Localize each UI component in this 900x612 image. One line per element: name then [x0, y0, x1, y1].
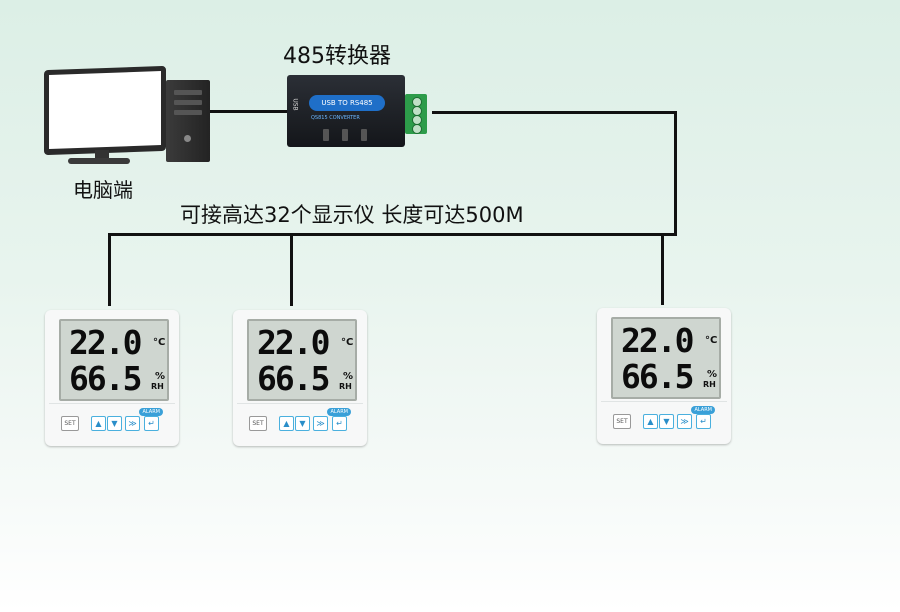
humidity-value: 66.5	[621, 357, 694, 396]
next-button[interactable]: ≫	[125, 416, 140, 431]
drop-line-3	[661, 233, 664, 305]
enter-button[interactable]: ↵	[332, 416, 347, 431]
button-panel: ALARM SET ▲ ▼ ≫ ↵	[237, 403, 363, 442]
humidity-value: 66.5	[257, 359, 330, 398]
humidity-unit: %	[155, 371, 166, 382]
bus-line	[108, 233, 677, 236]
down-button[interactable]: ▼	[295, 416, 310, 431]
lcd-screen: 22.0 °C 66.5 % RH	[247, 319, 357, 401]
next-button[interactable]: ≫	[313, 416, 328, 431]
monitor-icon	[44, 65, 166, 156]
converter-logo: USB TO RS485	[309, 95, 385, 111]
set-button[interactable]: SET	[249, 416, 267, 431]
humidity-value: 66.5	[69, 359, 142, 398]
wire-converter-out	[432, 111, 677, 114]
down-button[interactable]: ▼	[659, 414, 674, 429]
display-unit-1: 22.0 °C 66.5 % RH ALARM SET ▲ ▼ ≫ ↵	[45, 310, 179, 446]
temperature-unit: °C	[341, 337, 354, 348]
bus-caption: 可接高达32个显示仪 长度可达500M	[180, 203, 524, 227]
humidity-unit-rh: RH	[339, 382, 352, 391]
up-button[interactable]: ▲	[91, 416, 106, 431]
wire-pc-to-converter	[210, 110, 288, 113]
down-button[interactable]: ▼	[107, 416, 122, 431]
button-panel: ALARM SET ▲ ▼ ≫ ↵	[49, 403, 175, 442]
up-button[interactable]: ▲	[279, 416, 294, 431]
display-unit-2: 22.0 °C 66.5 % RH ALARM SET ▲ ▼ ≫ ↵	[233, 310, 367, 446]
alarm-indicator: ALARM	[327, 408, 351, 416]
enter-button[interactable]: ↵	[696, 414, 711, 429]
converter-usb-text: USB	[291, 98, 299, 111]
humidity-unit-rh: RH	[151, 382, 164, 391]
humidity-unit: %	[707, 369, 718, 380]
humidity-unit-rh: RH	[703, 380, 716, 389]
set-button[interactable]: SET	[61, 416, 79, 431]
enter-button[interactable]: ↵	[144, 416, 159, 431]
pc-tower-icon	[166, 80, 210, 162]
temperature-value: 22.0	[257, 323, 330, 362]
alarm-indicator: ALARM	[139, 408, 163, 416]
humidity-unit: %	[343, 371, 354, 382]
temperature-unit: °C	[705, 335, 718, 346]
next-button[interactable]: ≫	[677, 414, 692, 429]
up-button[interactable]: ▲	[643, 414, 658, 429]
alarm-indicator: ALARM	[691, 406, 715, 414]
display-unit-3: 22.0 °C 66.5 % RH ALARM SET ▲ ▼ ≫ ↵	[597, 308, 731, 444]
converter-model: QS815 CONVERTER	[311, 115, 360, 121]
wire-vertical-right	[674, 111, 677, 236]
button-panel: ALARM SET ▲ ▼ ≫ ↵	[601, 401, 727, 440]
lcd-screen: 22.0 °C 66.5 % RH	[59, 319, 169, 401]
temperature-unit: °C	[153, 337, 166, 348]
converter-terminal-block	[405, 94, 427, 134]
computer-label: 电脑端	[73, 178, 133, 202]
monitor-neck	[95, 150, 109, 160]
monitor-stand	[68, 158, 130, 164]
drop-line-2	[290, 233, 293, 306]
temperature-value: 22.0	[621, 321, 694, 360]
temperature-value: 22.0	[69, 323, 142, 362]
converter-title: 485转换器	[283, 44, 391, 69]
usb-rs485-converter: USB USB TO RS485 QS815 CONVERTER	[287, 75, 405, 147]
set-button[interactable]: SET	[613, 414, 631, 429]
drop-line-1	[108, 233, 111, 306]
lcd-screen: 22.0 °C 66.5 % RH	[611, 317, 721, 399]
